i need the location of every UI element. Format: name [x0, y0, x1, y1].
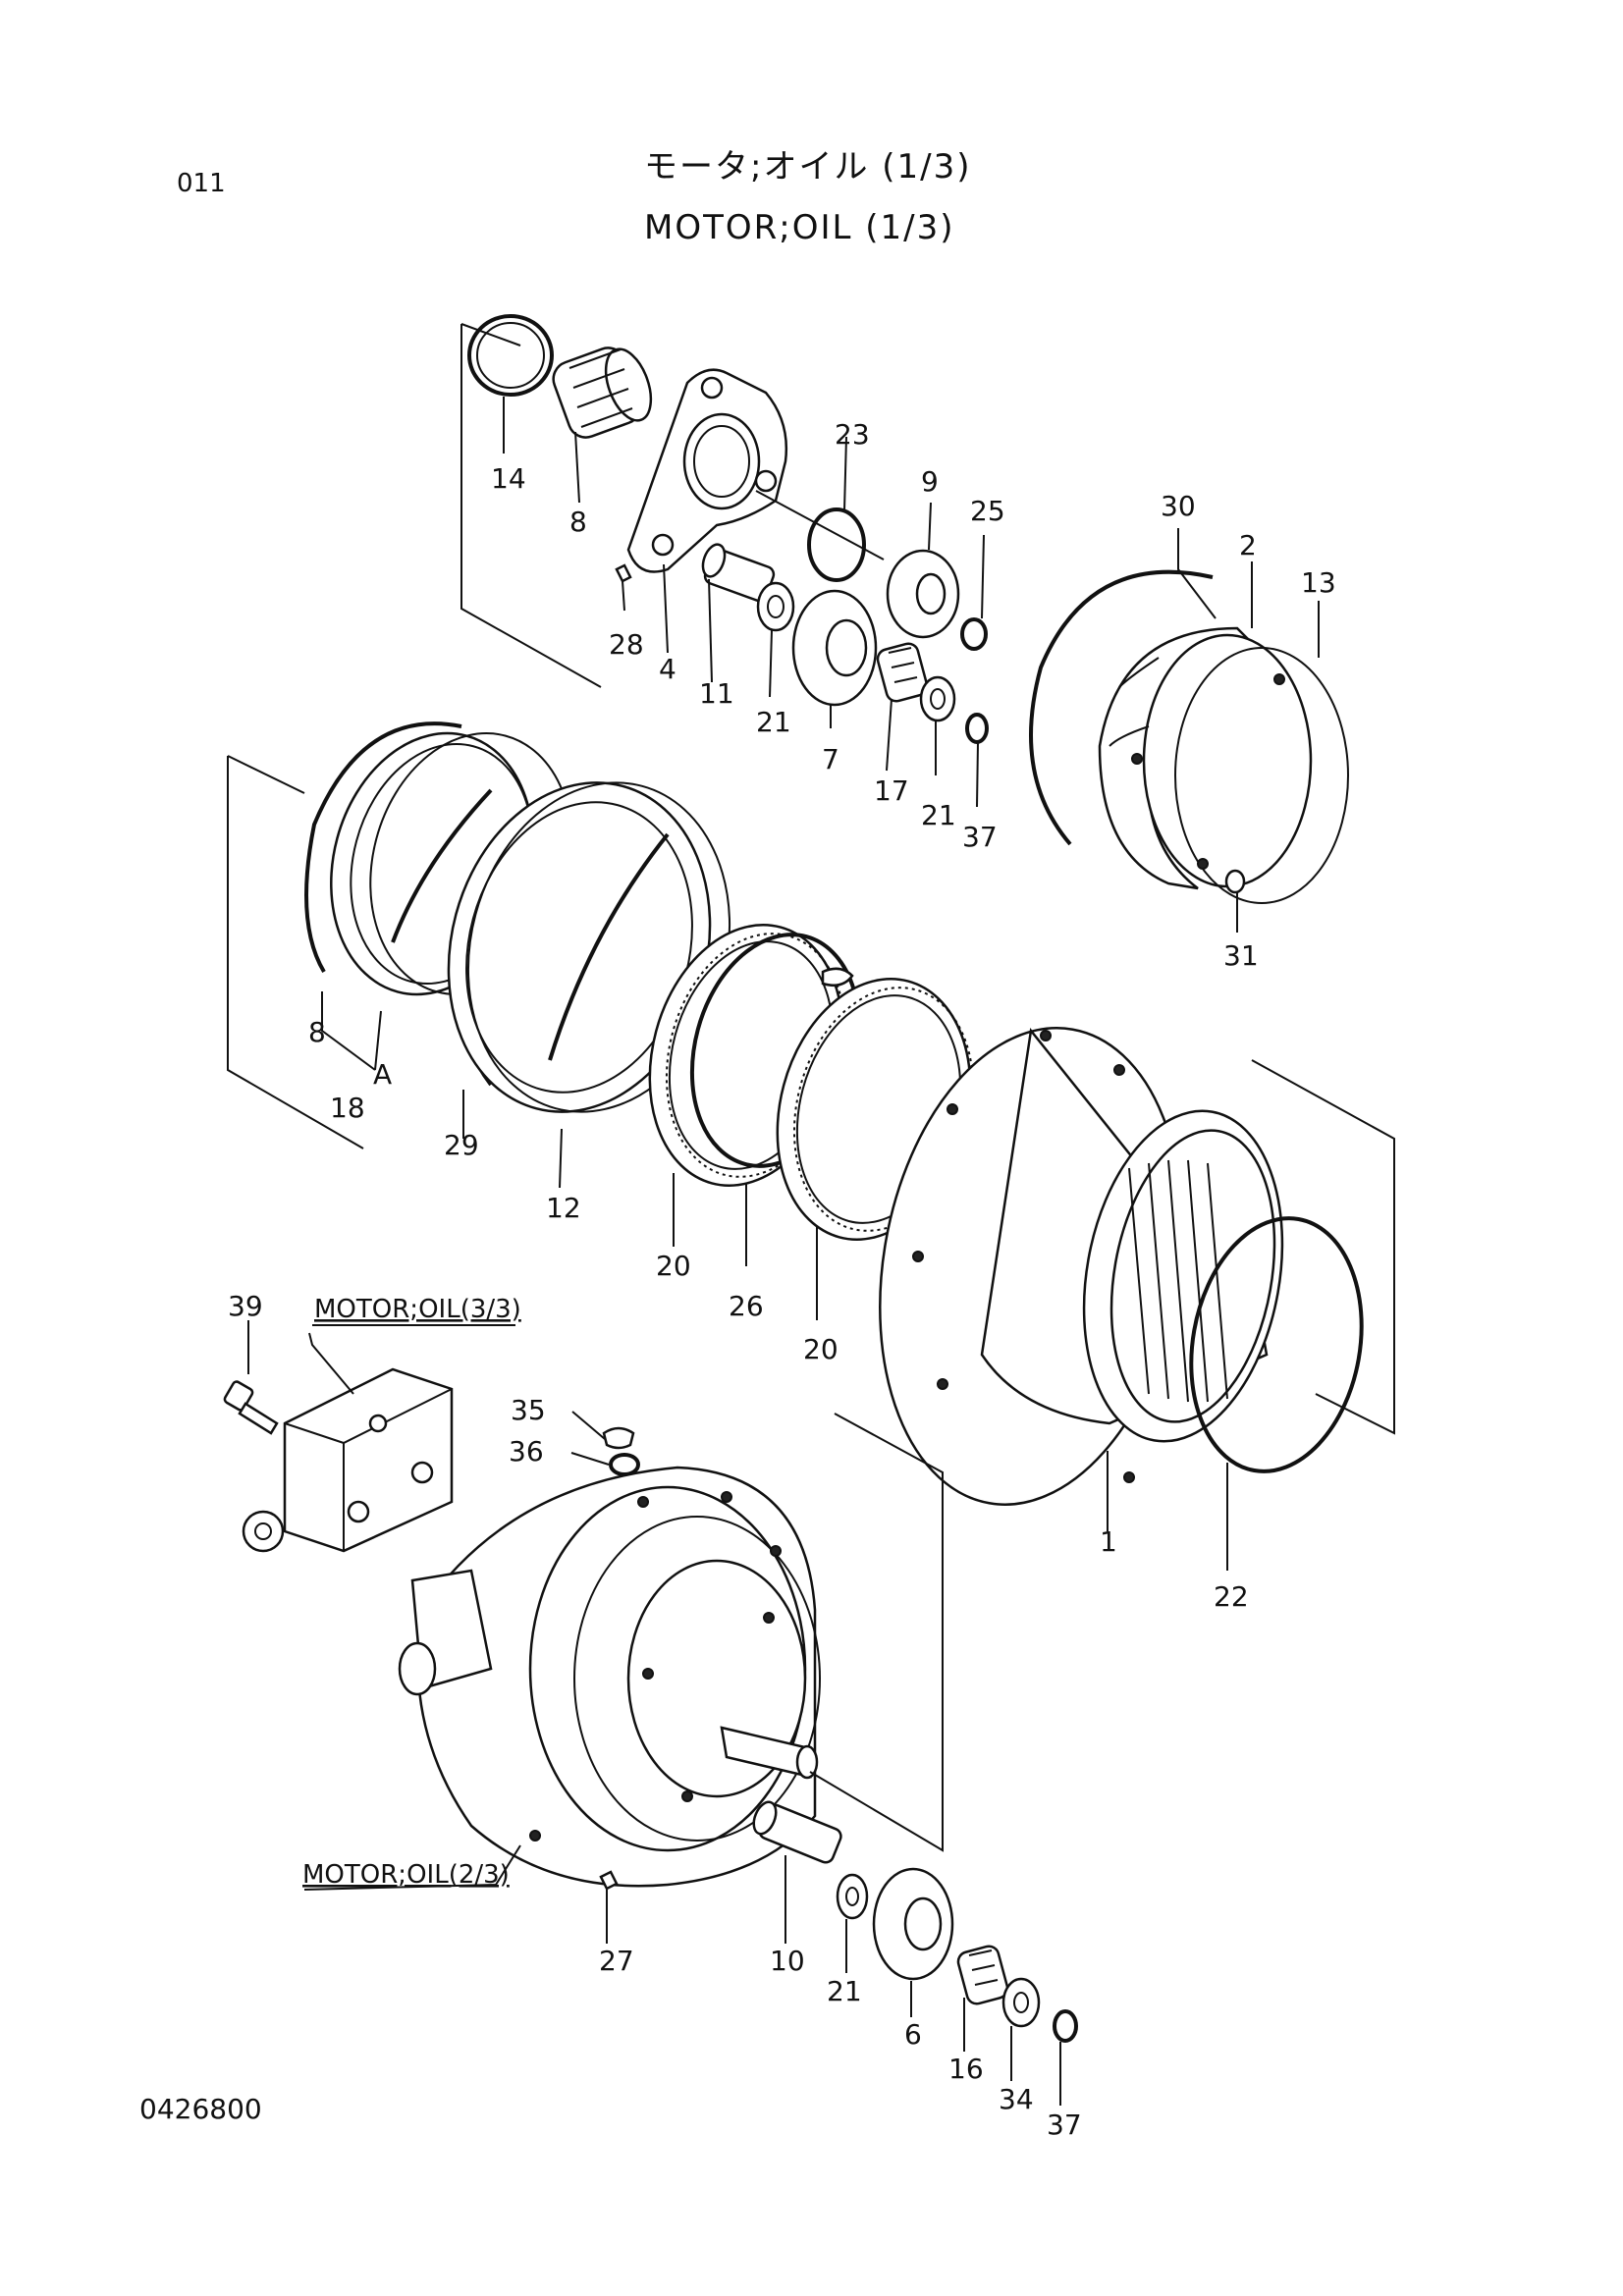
callout-13: 13 — [1301, 566, 1336, 599]
callout-21-b: 21 — [921, 799, 956, 831]
callout-26: 26 — [729, 1290, 764, 1322]
callout-6: 6 — [904, 2018, 922, 2051]
output-shaft — [720, 1726, 819, 1780]
part-25-snap-ring — [960, 617, 988, 651]
callout-11: 11 — [699, 677, 734, 710]
part-21-thrust-washer-b — [919, 675, 956, 722]
callout-labels: 14 8 28 4 11 21 23 9 25 7 17 21 37 30 2 … — [228, 418, 1336, 2141]
part-22-snap-ring — [1189, 1216, 1364, 1473]
part-28-pin — [615, 563, 632, 583]
callout-1: 1 — [1100, 1525, 1117, 1558]
part-27-pin — [599, 1870, 619, 1891]
part-35-plug — [602, 1426, 635, 1450]
callout-18: 18 — [330, 1092, 365, 1124]
part-14-seal-ring — [467, 314, 554, 397]
title-japanese: モータ;オイル (1/3) — [644, 147, 972, 187]
callout-10: 10 — [770, 1945, 805, 1977]
callout-31: 31 — [1223, 939, 1259, 972]
motor-body — [398, 1466, 821, 1888]
callout-39: 39 — [228, 1290, 263, 1322]
callout-30: 30 — [1161, 490, 1196, 522]
ref-motor-oil-2-3: MOTOR;OIL(2/3) — [302, 1860, 510, 1890]
right-bracket — [1251, 1059, 1395, 1435]
ref-2-leader — [303, 1844, 521, 1891]
callout-12: 12 — [546, 1192, 581, 1224]
callout-7: 7 — [822, 743, 839, 775]
callout-21-a: 21 — [756, 706, 791, 738]
leader-lines — [247, 397, 1320, 2106]
lower-right-bracket — [809, 1413, 944, 1852]
callout-29: 29 — [444, 1129, 479, 1161]
callout-25: 25 — [970, 495, 1005, 527]
drawing-number: 0426800 — [139, 2093, 262, 2125]
upper-group-bracket — [460, 323, 602, 688]
part-31-plug — [1224, 869, 1246, 894]
callout-8-b: 8 — [308, 1016, 326, 1048]
callout-27: 27 — [599, 1945, 634, 1977]
part-37-snap-ring-a — [965, 713, 989, 744]
valve-ref-leader — [308, 1332, 354, 1395]
part-30-o-ring — [1029, 569, 1214, 846]
part-36-o-ring — [609, 1453, 640, 1476]
part-13-thin-ring — [1174, 647, 1349, 904]
callout-17: 17 — [874, 774, 909, 807]
part-7-planetary-gear — [791, 589, 878, 707]
callout-2: 2 — [1239, 529, 1257, 561]
callout-9: 9 — [921, 465, 939, 498]
callout-20-a: 20 — [656, 1250, 691, 1282]
title-english: MOTOR;OIL (1/3) — [644, 208, 955, 247]
part-17-needle-bearing — [876, 642, 929, 703]
callout-37-b: 37 — [1047, 2109, 1082, 2141]
callout-36: 36 — [509, 1435, 544, 1468]
ref-motor-oil-3-3: MOTOR;OIL(3/3) — [314, 1295, 521, 1324]
callout-22: 22 — [1214, 1580, 1249, 1613]
part-37-snap-ring-b — [1053, 2009, 1078, 2043]
part-8-needle-bearing — [552, 347, 653, 439]
part-23-snap-ring — [807, 507, 866, 582]
callout-37-a: 37 — [962, 821, 998, 853]
part-9-gear — [886, 549, 960, 639]
middle-left-bracket — [227, 755, 364, 1149]
part-12-floating-seal — [447, 781, 731, 1113]
part-21-thrust-washer-c — [836, 1873, 869, 1920]
callout-14: 14 — [491, 462, 526, 495]
callout-21-c: 21 — [827, 1975, 862, 2007]
callout-16: 16 — [948, 2053, 984, 2085]
callout-8: 8 — [569, 506, 587, 538]
valve-block — [242, 1367, 454, 1553]
part-6-planetary-gear — [872, 1867, 954, 1981]
part-10-shaft — [752, 1800, 842, 1864]
callout-A: A — [373, 1058, 392, 1091]
callout-23: 23 — [835, 418, 870, 451]
callout-4: 4 — [659, 653, 676, 685]
callout-35: 35 — [511, 1394, 546, 1426]
callout-28: 28 — [609, 628, 644, 661]
callout-20-b: 20 — [803, 1333, 839, 1365]
part-39-bolt — [223, 1380, 279, 1435]
part-2-housing-ring — [1098, 626, 1313, 890]
part-8-o-ring-b — [304, 721, 462, 974]
part-4-carrier-plate — [626, 368, 787, 573]
callout-34: 34 — [999, 2083, 1034, 2115]
part-21-thrust-washer-a — [756, 581, 795, 632]
part-16-needle-bearing — [956, 1945, 1009, 2005]
part-34-thrust-washer — [1001, 1977, 1041, 2028]
page-code: 011 — [177, 169, 226, 198]
